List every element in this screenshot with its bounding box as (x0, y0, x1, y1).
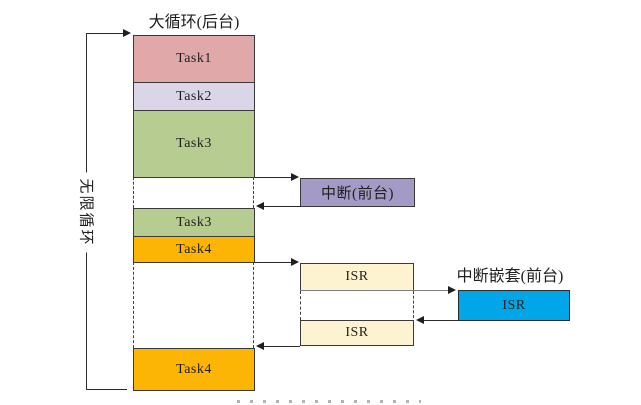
isr-gap-right-dashed-line (413, 291, 414, 318)
caption-top-fragment (237, 400, 421, 403)
isr2-box: ISR (300, 320, 414, 346)
big-loop-title: 大循环(后台) (148, 14, 240, 31)
isr-gap-left-dashed-line (300, 291, 301, 320)
nested-return-arrowhead-icon (416, 316, 424, 324)
task3-box: Task3 (133, 110, 255, 178)
gap2-right-dashed-line (253, 262, 254, 348)
gap1-left-dashed-line (133, 177, 134, 208)
gap2-left-dashed-line (133, 262, 134, 348)
task4-box: Task4 (133, 236, 255, 263)
task2-box: Task2 (133, 82, 255, 111)
infinite-loop-label: 无限循环 (74, 172, 96, 253)
task3-resume-label: Task3 (176, 214, 212, 230)
nested-call-line (300, 290, 448, 291)
task4-label: Task4 (176, 241, 212, 257)
isr2-return-line (263, 346, 300, 347)
interrupt-call-line (254, 177, 292, 178)
nested-call-arrowhead-icon (448, 286, 456, 294)
nested-isr-label: ISR (502, 297, 526, 313)
interrupt-return-line (263, 206, 300, 207)
isr1-box: ISR (300, 263, 414, 291)
task1-box: Task1 (133, 35, 255, 83)
loop-top-line (86, 33, 124, 34)
nested-isr-box: ISR (458, 290, 570, 321)
task3-label: Task3 (176, 136, 212, 151)
task4-resume-label: Task4 (176, 361, 212, 377)
isr1-call-arrowhead-icon (291, 258, 299, 266)
task3-resume-box: Task3 (133, 208, 255, 237)
nested-return-line (424, 320, 458, 321)
loop-bottom-line (86, 389, 127, 390)
interrupt-box: 中断(前台) (300, 178, 415, 207)
task1-label: Task1 (176, 51, 212, 66)
isr1-call-line (254, 262, 292, 263)
nested-interrupt-title: 中断嵌套(前台) (456, 268, 564, 285)
interrupt-return-arrowhead-icon (256, 202, 264, 210)
isr2-return-arrowhead-icon (256, 342, 264, 350)
gap1-right-dashed-line (253, 177, 254, 208)
isr2-label: ISR (345, 325, 369, 340)
loop-top-arrowhead-icon (123, 29, 131, 37)
interrupt-call-arrowhead-icon (291, 173, 299, 181)
task4-resume-box: Task4 (133, 348, 255, 391)
interrupt-label: 中断(前台) (321, 186, 394, 202)
isr1-label: ISR (345, 269, 369, 284)
task2-label: Task2 (176, 88, 212, 104)
